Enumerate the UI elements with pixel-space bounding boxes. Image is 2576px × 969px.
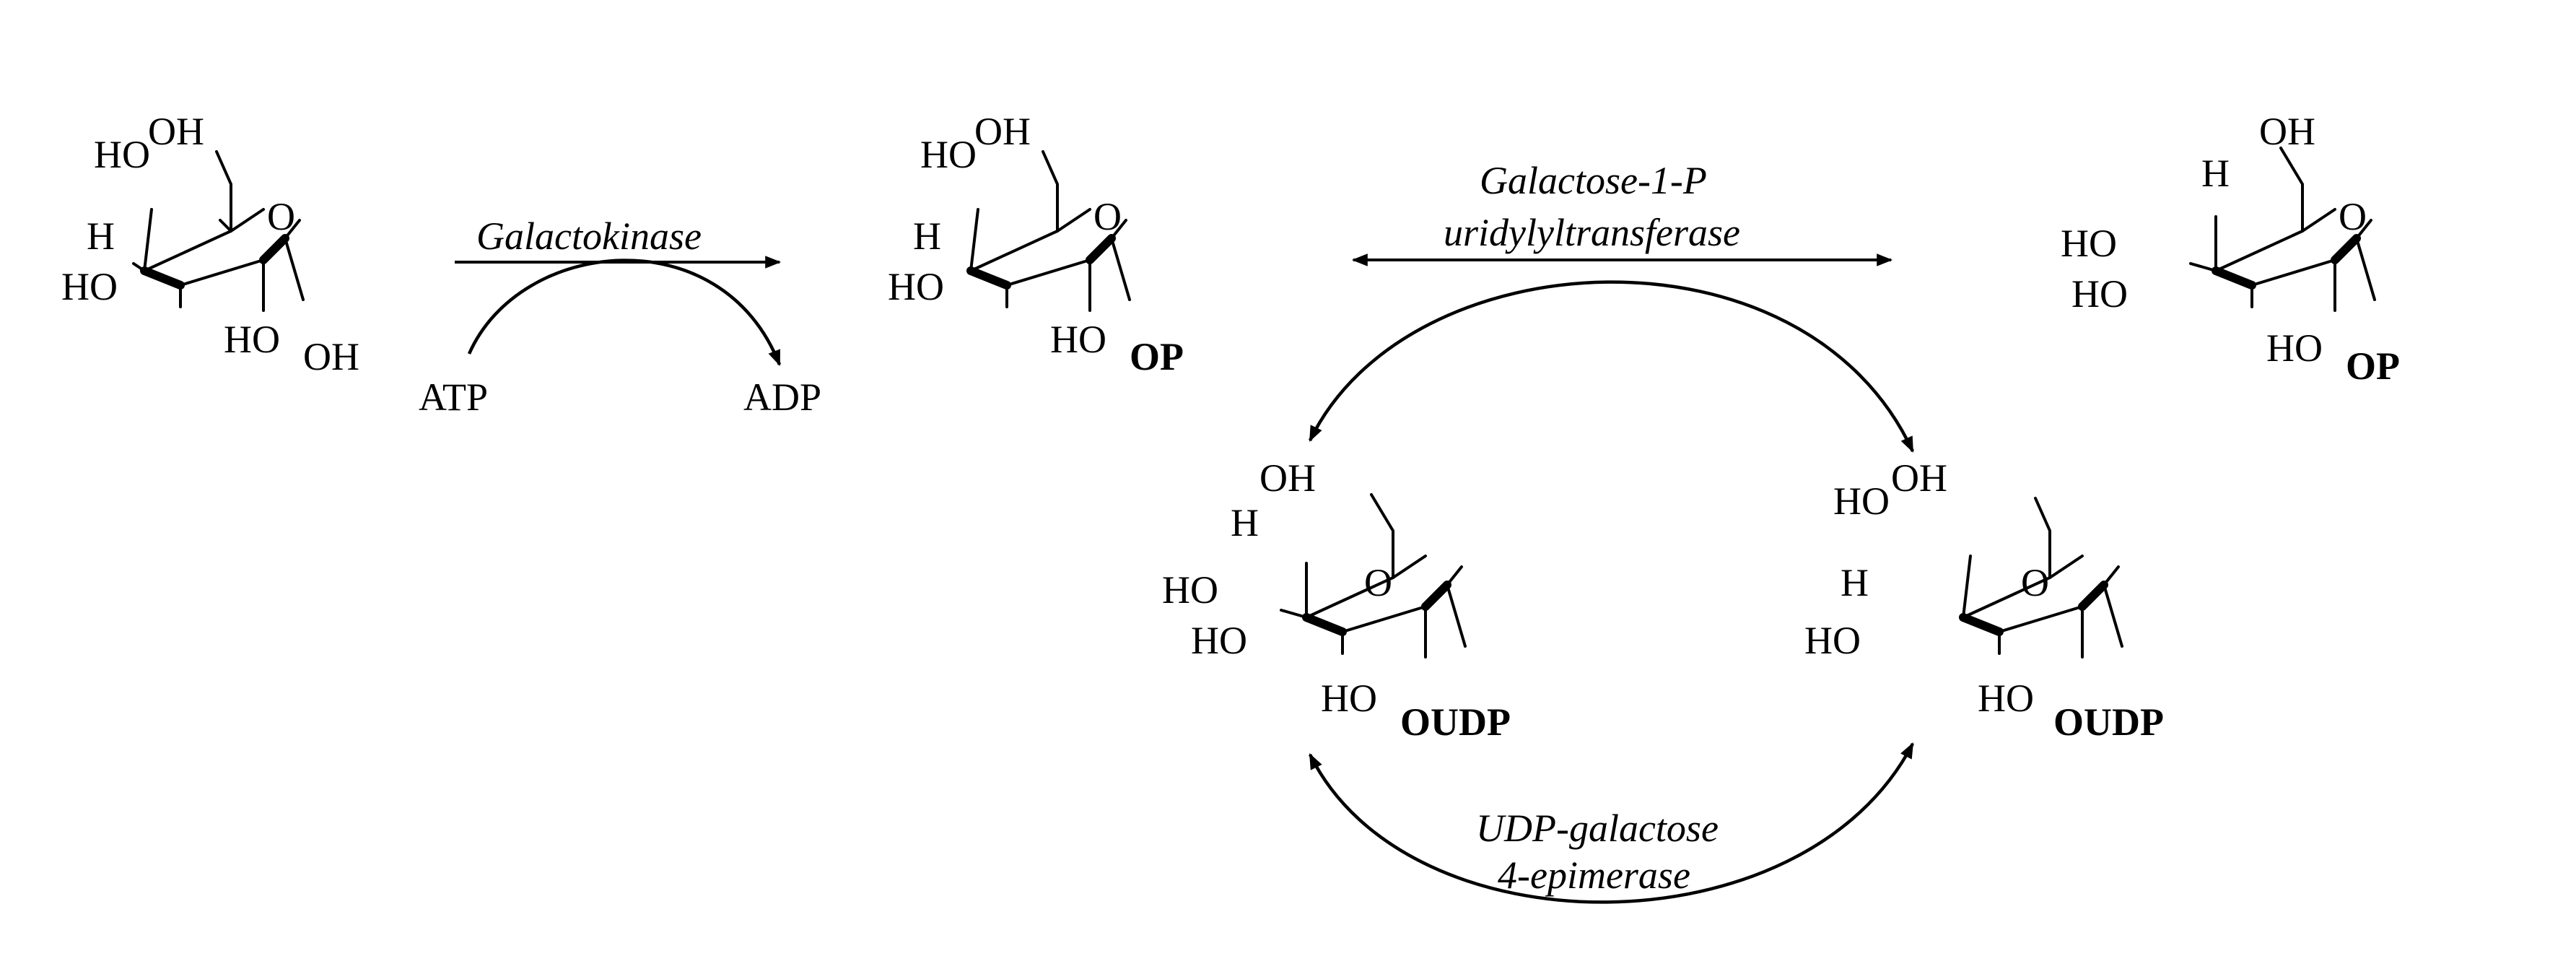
galactose-anomeric-oh: OH (303, 335, 359, 378)
udpglc-oh-top: OH (1259, 456, 1316, 500)
epimerase-label-line1: UDP-galactose (1476, 807, 1719, 850)
galactose-c2-oh: HO (224, 318, 280, 361)
udpgal-ho-top: HO (1833, 479, 1890, 523)
glc1p-anomeric-op: OP (2346, 344, 2400, 388)
galactose-c3-oh: HO (61, 265, 118, 308)
udpglc-c3-oh: HO (1191, 619, 1247, 662)
glc1p-c3-oh: HO (2071, 272, 2128, 316)
molecule-galactose-1-p: HO OH H O HO HO OP (888, 110, 1184, 378)
udpgal-anomeric-oudp: OUDP (2053, 700, 2164, 744)
molecule-galactose: HO OH H O HO HO OH (61, 110, 359, 378)
glc1p-ring-o: O (2339, 195, 2367, 238)
galactose-oh-top: OH (148, 110, 204, 153)
udpgal-oh-top: OH (1891, 456, 1947, 500)
galactose-h: H (87, 214, 115, 258)
reaction-epimerase: UDP-galactose 4-epimerase (1308, 742, 1914, 904)
glc1p-c4-oh: HO (2061, 222, 2117, 265)
transferase-label-line2: uridylyltransferase (1444, 211, 1740, 254)
udpglc-h: H (1231, 501, 1259, 544)
udpglc-ring-o: O (1364, 561, 1392, 604)
gal1p-c3-oh: HO (888, 265, 944, 308)
udpgal-c2-oh: HO (1978, 677, 2034, 720)
gal1p-c2-oh: HO (1050, 318, 1106, 361)
galactose-ho-top: HO (94, 133, 150, 176)
epimerase-label-line2: 4-epimerase (1498, 853, 1690, 897)
galactokinase-label: Galactokinase (476, 214, 702, 258)
udpglc-c4-oh: HO (1162, 568, 1218, 612)
gal1p-h: H (913, 214, 941, 258)
gal1p-ring-o: O (1093, 195, 1122, 238)
reaction-uridylyltransferase: Galactose-1-P uridylyltransferase (1308, 159, 1915, 453)
glc1p-c2-oh: HO (2266, 326, 2323, 370)
molecule-glucose-1-p: OH H O HO HO HO OP (2061, 110, 2400, 388)
adp-label: ADP (743, 375, 821, 419)
glc1p-h: H (2201, 152, 2230, 195)
galactose-ring-o: O (267, 195, 295, 238)
molecule-udp-galactose: HO OH H O HO HO OUDP (1804, 456, 2164, 744)
udpglc-anomeric-oudp: OUDP (1400, 700, 1511, 744)
atp-label: ATP (419, 375, 488, 419)
reaction-galactokinase: Galactokinase ATP ADP (419, 214, 821, 419)
molecule-udp-glucose: OH H O HO HO HO OUDP (1162, 456, 1511, 744)
gal1p-anomeric-op: OP (1130, 335, 1184, 378)
udpgal-c3-oh: HO (1804, 619, 1861, 662)
glc1p-oh-top: OH (2259, 110, 2315, 153)
gal1p-oh-top: OH (974, 110, 1031, 153)
gal1p-ho-top: HO (920, 133, 977, 176)
udpgal-h: H (1841, 561, 1869, 604)
udpgal-ring-o: O (2021, 561, 2049, 604)
udpglc-c2-oh: HO (1321, 677, 1377, 720)
transferase-label-line1: Galactose-1-P (1480, 159, 1707, 202)
